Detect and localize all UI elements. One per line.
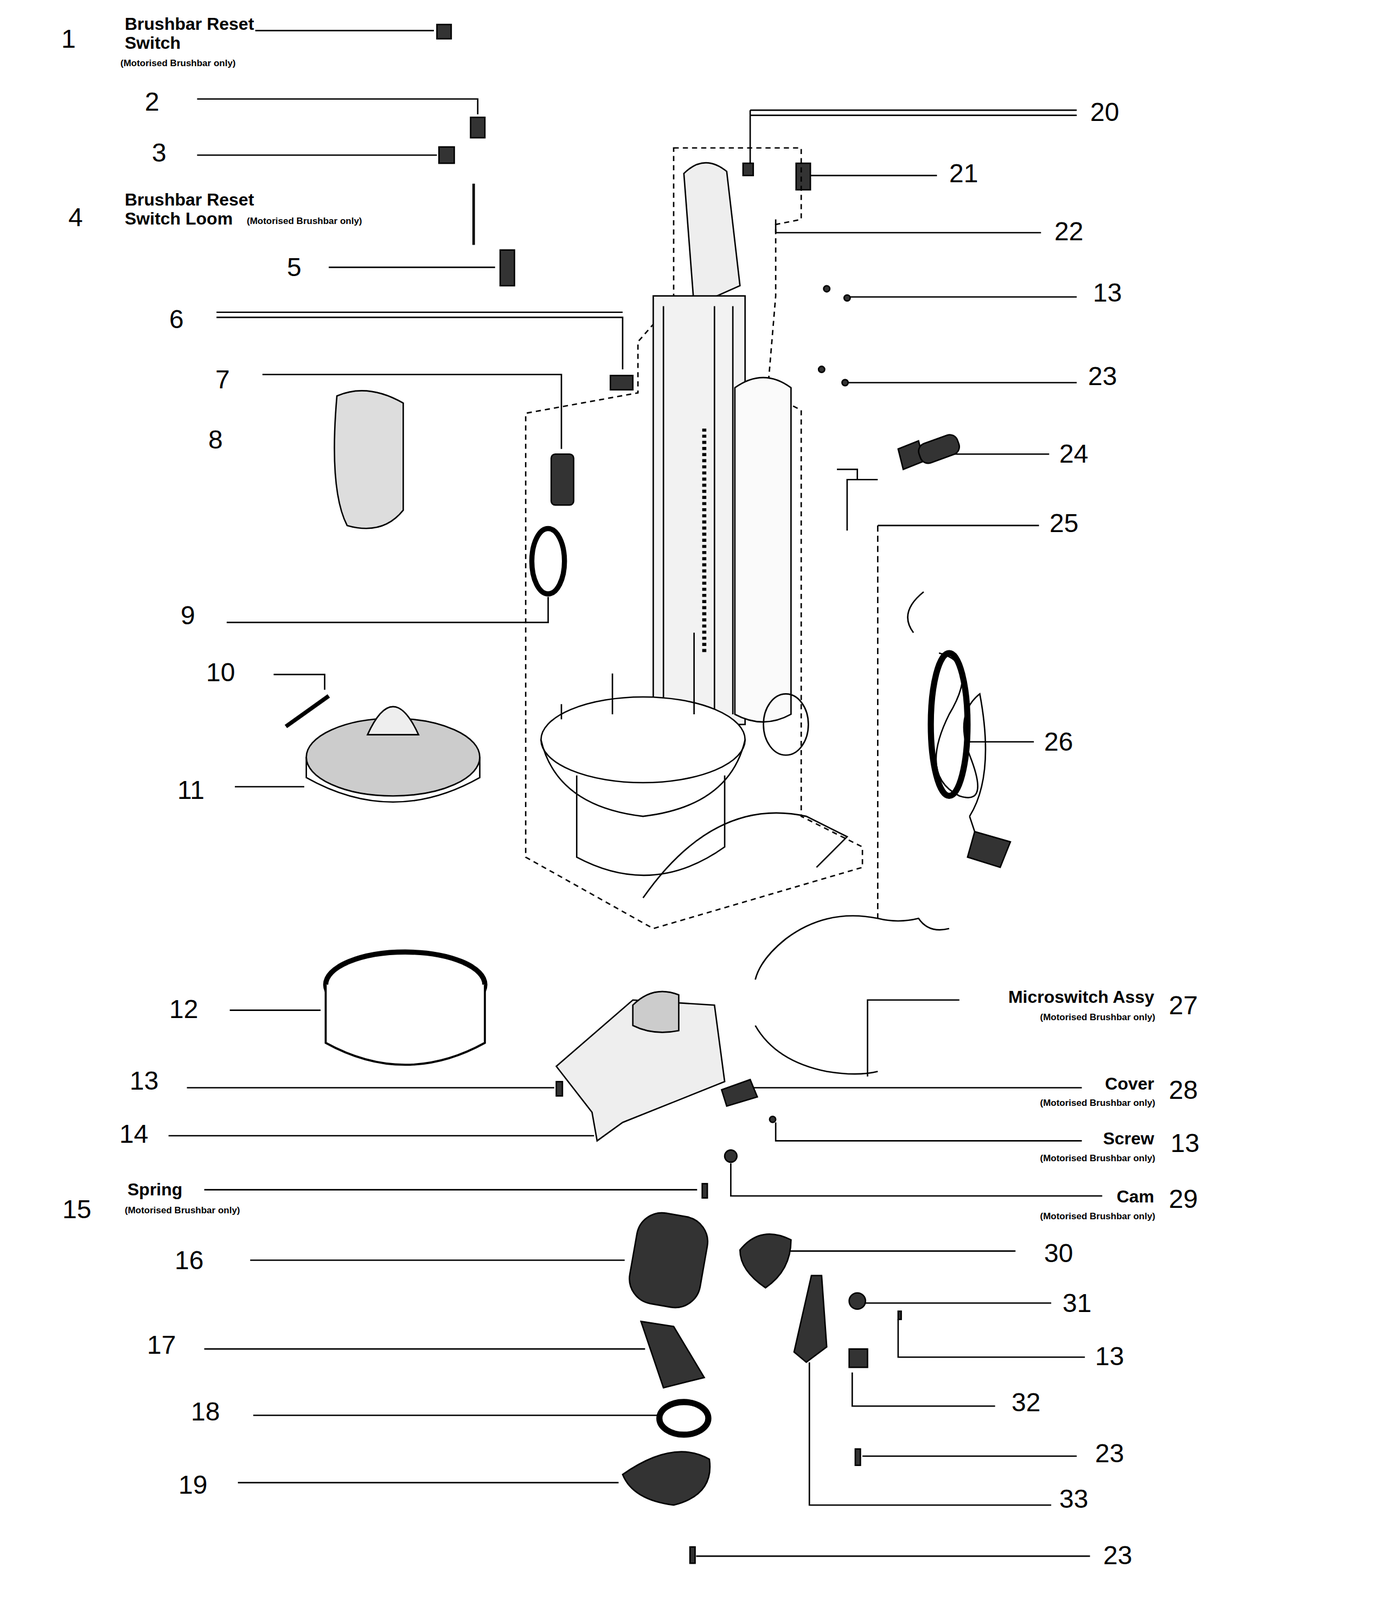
callout-number: 6: [169, 305, 184, 335]
callout-number: 22: [1054, 217, 1084, 247]
callout-number: 21: [949, 159, 978, 189]
callout-number: 13: [129, 1066, 159, 1096]
callout-number: 13: [1092, 278, 1122, 308]
callout-number: 33: [1059, 1485, 1089, 1514]
part-note: (Motorised Brushbar only): [120, 58, 236, 69]
callout-number: 14: [119, 1120, 149, 1149]
main-body: [525, 148, 863, 929]
small-parts: [285, 24, 962, 1564]
callout-number: 9: [180, 601, 196, 631]
callout-number: 18: [190, 1397, 220, 1427]
part-note: (Motorised Brushbar only): [1039, 1153, 1156, 1164]
leader-lines: [168, 30, 1103, 1557]
part-name: Cam: [1116, 1187, 1155, 1207]
callout-number: 8: [208, 425, 223, 455]
callout-number: 29: [1168, 1185, 1198, 1214]
callout-number: 23: [1103, 1541, 1132, 1571]
callout-number: 5: [286, 253, 302, 283]
part-note: (Motorised Brushbar only): [1039, 1211, 1156, 1222]
callout-number: 3: [151, 138, 167, 168]
callout-number: 25: [1049, 509, 1079, 539]
callout-number: 20: [1090, 98, 1119, 127]
part-name: Microswitch Assy: [1008, 987, 1155, 1007]
callout-number: 32: [1011, 1388, 1041, 1418]
part-note: (Motorised Brushbar only): [1039, 1012, 1156, 1023]
callout-number: 15: [62, 1195, 92, 1225]
part-note: (Motorised Brushbar only): [124, 1205, 241, 1217]
base-and-cord: [556, 469, 1011, 1141]
part-note: (Motorised Brushbar only): [246, 216, 363, 227]
callout-number: 13: [1170, 1129, 1200, 1158]
callout-number: 16: [174, 1246, 204, 1276]
callout-number: 10: [206, 658, 235, 688]
callout-number: 28: [1168, 1076, 1198, 1105]
callout-number: 23: [1095, 1439, 1124, 1469]
callout-number: 31: [1062, 1289, 1092, 1318]
callout-number: 11: [177, 776, 205, 805]
callout-number: 26: [1044, 727, 1073, 757]
part-name: Spring: [127, 1180, 183, 1200]
part-note: (Motorised Brushbar only): [1039, 1098, 1156, 1109]
part-name: Screw: [1103, 1129, 1155, 1149]
callout-number: 17: [146, 1331, 176, 1360]
callout-number: 24: [1059, 439, 1089, 469]
callout-number: 12: [169, 995, 198, 1025]
callout-number: 7: [215, 365, 230, 395]
callout-number: 23: [1088, 362, 1117, 392]
callout-number: 2: [144, 87, 160, 117]
callout-number: 30: [1044, 1239, 1073, 1269]
callout-number: 13: [1095, 1342, 1124, 1372]
callout-number: 27: [1168, 991, 1198, 1021]
part-name: Brushbar Reset Switch: [124, 14, 261, 53]
callout-number: 1: [61, 24, 76, 54]
callout-number: 19: [178, 1470, 208, 1500]
lid-and-filter: [306, 390, 485, 1065]
part-name: Cover: [1104, 1074, 1155, 1094]
callout-number: 4: [68, 203, 83, 233]
